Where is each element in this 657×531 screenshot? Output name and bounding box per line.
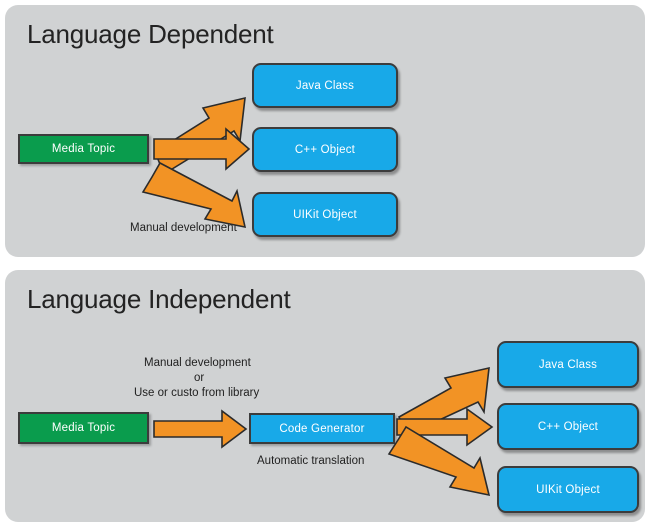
- page-title-language-independent: Language Independent: [27, 284, 291, 314]
- node-uikit-object-bottom[interactable]: UIKit Object: [497, 466, 639, 513]
- caption-manual-development-top: Manual development: [130, 222, 237, 234]
- caption-or: or: [194, 372, 205, 384]
- caption-automatic-translation: Automatic translation: [257, 455, 365, 467]
- node-media-topic-bottom[interactable]: Media Topic: [18, 412, 149, 444]
- node-cpp-object-top[interactable]: C++ Object: [252, 127, 398, 172]
- caption-use-or-custo-from-library: Use or custo from library: [134, 387, 260, 399]
- node-uikit-object-top[interactable]: UIKit Object: [252, 192, 398, 237]
- node-java-class-bottom[interactable]: Java Class: [497, 341, 639, 388]
- caption-manual-development-bottom: Manual development: [144, 357, 251, 369]
- node-java-class-top[interactable]: Java Class: [252, 63, 398, 108]
- node-cpp-object-bottom[interactable]: C++ Object: [497, 403, 639, 450]
- node-media-topic-top[interactable]: Media Topic: [18, 134, 149, 164]
- page-title-language-dependent: Language Dependent: [27, 19, 274, 49]
- node-code-generator[interactable]: Code Generator: [249, 413, 395, 444]
